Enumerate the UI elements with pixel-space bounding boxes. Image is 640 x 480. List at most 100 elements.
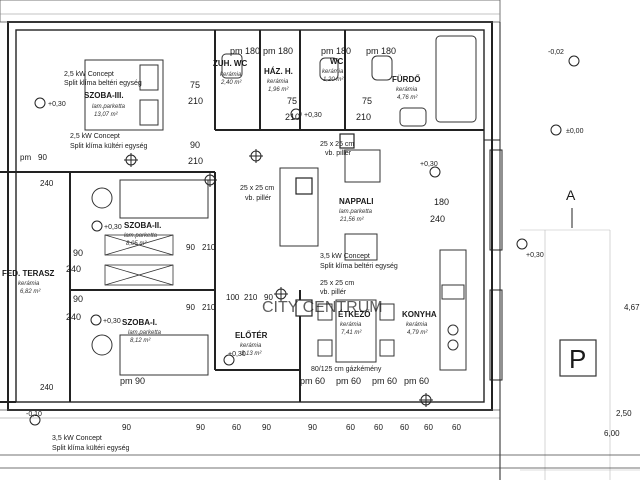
room-name-zuh: ZUH. WC: [213, 59, 247, 68]
wardrobes: [104, 234, 174, 286]
room-area-zuh: 2,40 m²: [220, 80, 242, 86]
outer-walls: [0, 0, 501, 419]
site-hatching: [520, 229, 640, 480]
light-symbols: [124, 149, 433, 407]
dim: 240: [430, 214, 445, 224]
room-floor-konyha: kerámia: [406, 322, 428, 328]
note-pillar-2b: vb. pillér: [245, 195, 272, 202]
svg-text:+0,30: +0,30: [228, 351, 246, 358]
dim: pm 180: [263, 46, 293, 56]
room-floor-terasz: kerámia: [18, 281, 40, 287]
dim: 90: [73, 294, 83, 304]
dim: 240: [66, 264, 81, 274]
note-ac-indoor-2b: Split klíma beltéri egység: [320, 263, 398, 270]
svg-text:+0,30: +0,30: [103, 318, 121, 325]
svg-text:±0,00: ±0,00: [566, 128, 584, 135]
dim: pm 60: [404, 376, 429, 386]
dim: 60: [452, 423, 461, 432]
section-mark: A: [566, 187, 576, 203]
note-ac-indoor-1: 2,5 kW Concept: [64, 71, 114, 78]
svg-text:+0,30: +0,30: [304, 112, 322, 119]
room-name-terasz: FED. TERASZ: [2, 269, 55, 278]
svg-text:-0,02: -0,02: [548, 49, 564, 56]
room-area-szoba1: 8,12 m²: [130, 338, 151, 344]
dim: pm 90: [120, 376, 145, 386]
room-name-szoba3: SZOBA-III.: [84, 91, 124, 100]
room-area-terasz: 6,82 m²: [20, 289, 41, 295]
watermark: CITY CENTRUM: [262, 299, 383, 316]
annotations: 2,5 kW Concept Split klíma beltéri egysé…: [52, 71, 398, 452]
dim: 60: [400, 423, 409, 432]
dim: pm 60: [372, 376, 397, 386]
room-floor-nappali: lam.parketta: [339, 209, 373, 215]
room-name-nappali: NAPPALI: [339, 197, 374, 206]
dim: pm 180: [366, 46, 396, 56]
dim: 60: [232, 423, 241, 432]
interior-walls: [0, 30, 484, 403]
svg-text:+0,30: +0,30: [48, 101, 66, 108]
room-floor-szoba2: lam.parketta: [124, 233, 158, 239]
room-floor-furdo: kerámia: [396, 87, 418, 93]
dim: 90: [308, 423, 317, 432]
dimension-labels: pm 180 pm 180 pm 180 pm 180 75 210 75 21…: [20, 46, 640, 438]
level-marker: ±0,00: [550, 124, 584, 136]
room-area-szoba3: 13,07 m²: [94, 112, 119, 118]
dim: 210: [202, 303, 216, 312]
dim: 180: [434, 197, 449, 207]
dim: 60: [424, 423, 433, 432]
room-name-konyha: KONYHA: [402, 310, 437, 319]
dim: 210: [188, 96, 203, 106]
svg-text:+0,30: +0,30: [526, 252, 544, 259]
dim: 90: [186, 303, 195, 312]
room-floor-eloter: kerámia: [240, 343, 262, 349]
kitchen-counter: [439, 249, 467, 371]
dim: 240: [40, 179, 54, 188]
desk-szoba-ii: [91, 179, 209, 376]
room-area-konyha: 4,79 m²: [407, 330, 428, 336]
dim: 90: [196, 423, 205, 432]
dim: 90: [190, 140, 200, 150]
dim: 90: [73, 248, 83, 258]
dim: 240: [66, 312, 81, 322]
dining-table: [317, 299, 395, 363]
room-area-eloter: 3,13 m²: [241, 351, 262, 357]
level-marker: +0,30: [34, 97, 66, 109]
level-marker: +0,30: [91, 220, 122, 232]
room-area-haz: 1,96 m²: [268, 87, 289, 93]
bathroom-fixtures: [221, 35, 477, 127]
dim: 90: [122, 423, 131, 432]
bottom-dimension-line: [0, 454, 640, 469]
dim: pm 180: [230, 46, 260, 56]
room-name-etkezo: ÉTKEZŐ: [338, 310, 370, 319]
room-name-wc: WC: [330, 57, 344, 66]
room-floor-zuh: kerámia: [220, 72, 242, 78]
room-area-szoba2: 8,05 m²: [126, 241, 147, 247]
room-area-furdo: 4,76 m²: [397, 95, 418, 101]
dim: pm 180: [321, 46, 351, 56]
room-name-szoba2: SZOBA-II.: [124, 221, 161, 230]
dim: pm: [20, 153, 31, 162]
dim: 75: [190, 80, 200, 90]
dim: 75: [287, 96, 297, 106]
dim: 90: [38, 153, 47, 162]
dim: 240: [40, 383, 54, 392]
room-area-etkezo: 7,41 m²: [341, 330, 362, 336]
room-name-haz: HÁZ. H.: [264, 67, 293, 76]
dim: 60: [346, 423, 355, 432]
svg-text:+0,30: +0,30: [104, 224, 122, 231]
room-name-furdo: FÜRDŐ: [392, 75, 420, 84]
svg-text:+0,30: +0,30: [420, 161, 438, 168]
dim: 210: [202, 243, 216, 252]
sofa-nappali: [279, 149, 381, 261]
level-markers: +0,30 +0,30 +0,30 +0,30 +0,30 +0,30 +0,3…: [26, 49, 584, 426]
note-ac-indoor-2: 3,5 kW Concept: [320, 253, 370, 260]
pillars: [295, 133, 355, 317]
note-chimney: 80/125 cm gázkémény: [311, 366, 382, 373]
note-pillar-3: 25 x 25 cm: [320, 280, 354, 287]
note-ac-outdoor-1: 2,5 kW Concept: [70, 133, 120, 140]
room-name-eloter: ELŐTÉR: [235, 331, 268, 340]
dim: 90: [262, 423, 271, 432]
dim: pm 60: [336, 376, 361, 386]
note-pillar-3b: vb. pillér: [320, 289, 347, 296]
room-floor-haz: kerámia: [267, 79, 289, 85]
